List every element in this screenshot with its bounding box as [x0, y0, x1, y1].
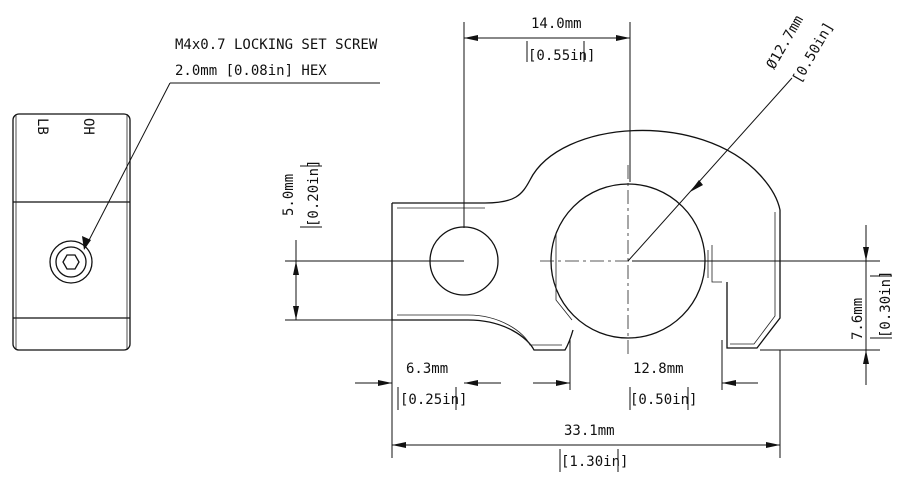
callout-line1: M4x0.7 LOCKING SET SCREW	[175, 37, 378, 53]
hex-socket-icon	[62, 254, 80, 270]
dim-hole-in: [0.20in]	[306, 160, 322, 227]
dim-left-tab-mm: 6.3mm	[406, 361, 448, 377]
dim-overall-width: 33.1mm [1.30in]	[392, 350, 781, 472]
dim-gap-in: [0.50in]	[630, 392, 697, 408]
side-view: LB OH	[12, 113, 131, 351]
set-screw-inner	[55, 246, 87, 278]
dim-left-tab-in: [0.25in]	[400, 392, 467, 408]
dim-hole-mm: 5.0mm	[281, 174, 297, 216]
side-mark-left: LB	[34, 118, 50, 135]
dim-right-mm: 7.6mm	[850, 298, 866, 340]
set-screw-callout: M4x0.7 LOCKING SET SCREW 2.0mm [0.08in] …	[82, 37, 380, 250]
dim-overall-in: [1.30in]	[561, 454, 628, 470]
side-mark-right: OH	[80, 118, 96, 135]
dim-hole-height: 5.0mm [0.20in]	[281, 160, 464, 321]
clamp-outline	[391, 129, 781, 355]
dim-top-width-in: [0.55in]	[528, 48, 595, 64]
dim-top-width-mm: 14.0mm	[531, 16, 582, 32]
dim-right-in: [0.30in]	[878, 271, 894, 338]
dim-gap: 12.8mm [0.50in]	[533, 340, 758, 410]
dim-left-tab: 6.3mm [0.25in]	[355, 320, 501, 458]
side-view-body	[12, 113, 131, 351]
dim-top-width: 14.0mm [0.55in]	[463, 16, 631, 228]
set-screw-outer	[49, 240, 93, 284]
callout-line2: 2.0mm [0.08in] HEX	[175, 63, 327, 79]
dim-bore-diameter: Ø12.7mm [0.50in]	[627, 13, 837, 262]
dim-gap-mm: 12.8mm	[633, 361, 684, 377]
dim-overall-mm: 33.1mm	[564, 423, 615, 439]
